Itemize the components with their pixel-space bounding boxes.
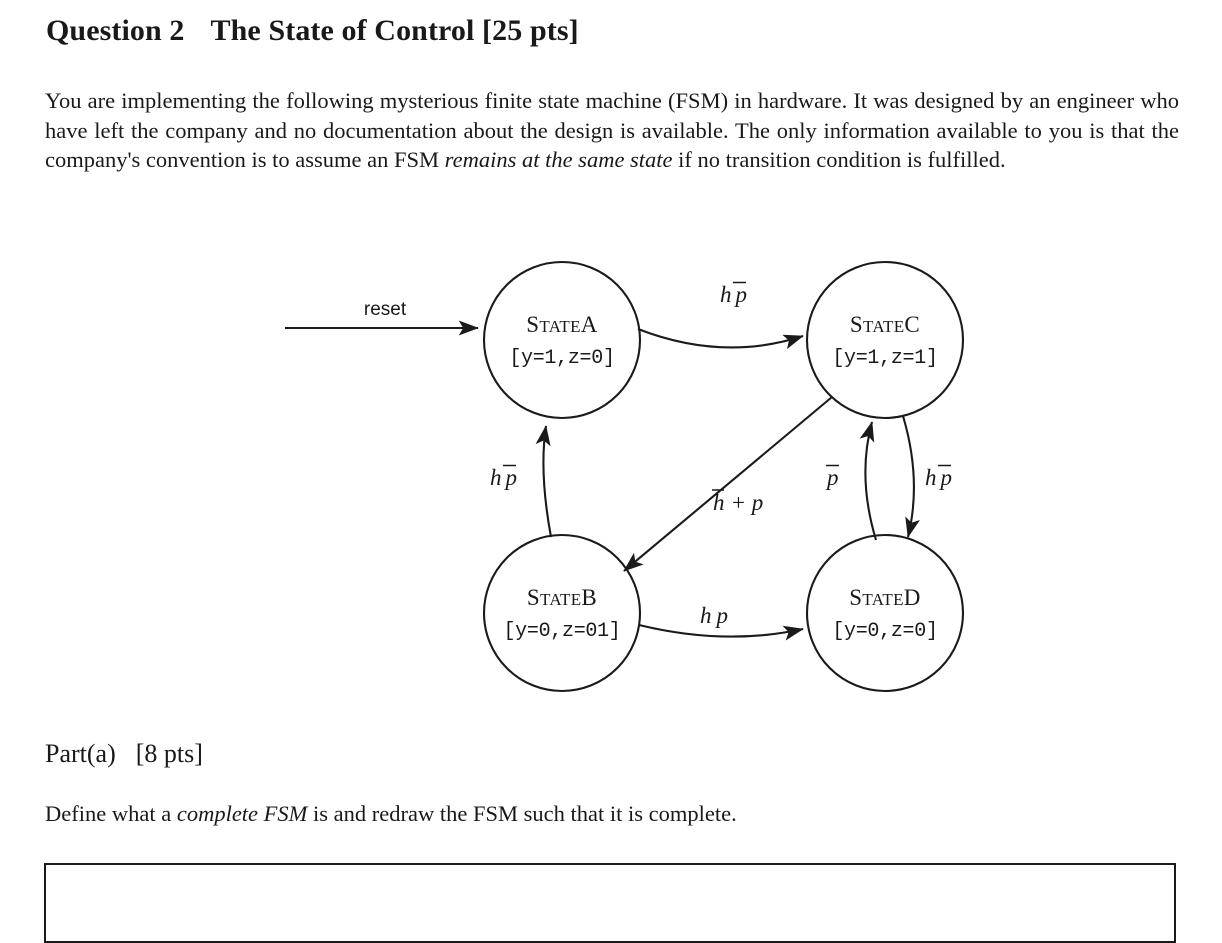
- state-d-outputs: [y=0,z=0]: [832, 620, 937, 643]
- body-text-post: if no transition condition is fulfilled.: [672, 147, 1006, 172]
- state-a-outputs: [y=1,z=0]: [509, 347, 614, 370]
- svg-text:hp: hp: [490, 465, 517, 490]
- edge-b-to-a: [535, 425, 553, 538]
- fsm-diagram: STATEA [y=1,z=0] STATEC [y=1,z=1] STATEB…: [0, 232, 1222, 710]
- state-b-outputs: [y=0,z=01]: [503, 620, 620, 643]
- body-text-pre: You are implementing the following myste…: [45, 88, 1179, 172]
- part-a-points: [8 pts]: [135, 739, 203, 768]
- question-label: Question 2: [46, 14, 185, 47]
- question-title: The State of Control [25 pts]: [210, 14, 579, 47]
- edge-c-to-b: [623, 396, 833, 572]
- state-node-b: [482, 533, 642, 693]
- svg-text:p: p: [825, 465, 839, 490]
- edge-label-d-to-c: p: [825, 464, 839, 490]
- state-a-name: STATEA: [526, 312, 597, 337]
- state-node-a: [482, 260, 642, 420]
- part-a-text-pre: Define what a: [45, 801, 177, 826]
- part-a-heading: Part(a) [8 pts]: [45, 739, 203, 769]
- answer-box[interactable]: [44, 863, 1176, 943]
- state-c-outputs: [y=1,z=1]: [832, 347, 937, 370]
- part-a-prompt: Define what a complete FSM is and redraw…: [45, 799, 1179, 828]
- part-a-text-emphasis: complete FSM: [176, 801, 308, 826]
- svg-text:hp: hp: [720, 282, 747, 307]
- state-node-d: [805, 533, 965, 693]
- part-a-label: Part(a): [45, 739, 116, 768]
- edge-a-to-c: [637, 328, 804, 350]
- page-title: Question 2 The State of Control [25 pts]: [46, 14, 579, 48]
- edge-label-c-to-b: h+ p: [712, 489, 763, 515]
- state-c-name: STATEC: [850, 312, 920, 337]
- reset-label: reset: [364, 299, 407, 320]
- svg-text:hp: hp: [925, 465, 952, 490]
- body-text-emphasis: remains at the same state: [444, 147, 673, 172]
- state-b-name: STATEB: [527, 585, 597, 610]
- part-a-text-post: is and redraw the FSM such that it is co…: [307, 801, 737, 826]
- svg-text:h+ p: h+ p: [713, 490, 763, 515]
- svg-text:hp: hp: [700, 603, 728, 628]
- state-d-name: STATED: [849, 585, 920, 610]
- edge-d-to-c: [859, 421, 878, 541]
- state-node-c: [805, 260, 965, 420]
- edge-b-to-d: [638, 623, 804, 641]
- question-body: You are implementing the following myste…: [45, 86, 1179, 175]
- edge-c-to-d: [901, 415, 920, 538]
